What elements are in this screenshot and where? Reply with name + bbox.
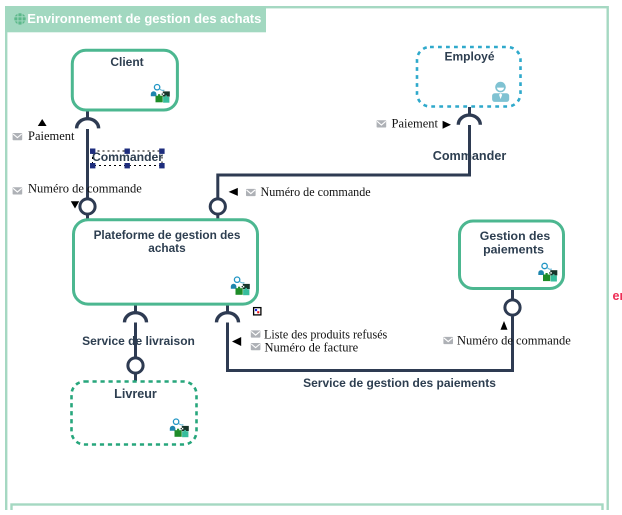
svg-text:Paiement: Paiement [392,117,439,131]
svg-text:Commander: Commander [433,149,507,163]
svg-text:Plateforme de gestion des: Plateforme de gestion des [94,228,241,242]
svg-text:Client: Client [110,55,143,69]
svg-text:Numéro de commande: Numéro de commande [28,182,142,196]
svg-text:Employé: Employé [444,50,494,64]
svg-text:Liste des produits refusés: Liste des produits refusés [264,328,388,342]
svg-text:er: er [613,289,622,303]
svg-text:paiements: paiements [483,243,544,257]
svg-text:Service de gestion des paiemen: Service de gestion des paiements [303,376,496,390]
svg-text:Numéro de commande: Numéro de commande [261,185,371,199]
svg-text:achats: achats [148,241,186,255]
svg-text:Paiement: Paiement [28,129,75,143]
svg-text:Numéro de facture: Numéro de facture [265,341,359,355]
svg-text:Numéro de commande: Numéro de commande [457,334,571,348]
svg-text:Environnement de gestion des a: Environnement de gestion des achats [27,11,261,26]
svg-text:Gestion des: Gestion des [480,229,551,243]
svg-text:Livreur: Livreur [114,387,157,401]
svg-text:Service de livraison: Service de livraison [82,334,195,348]
